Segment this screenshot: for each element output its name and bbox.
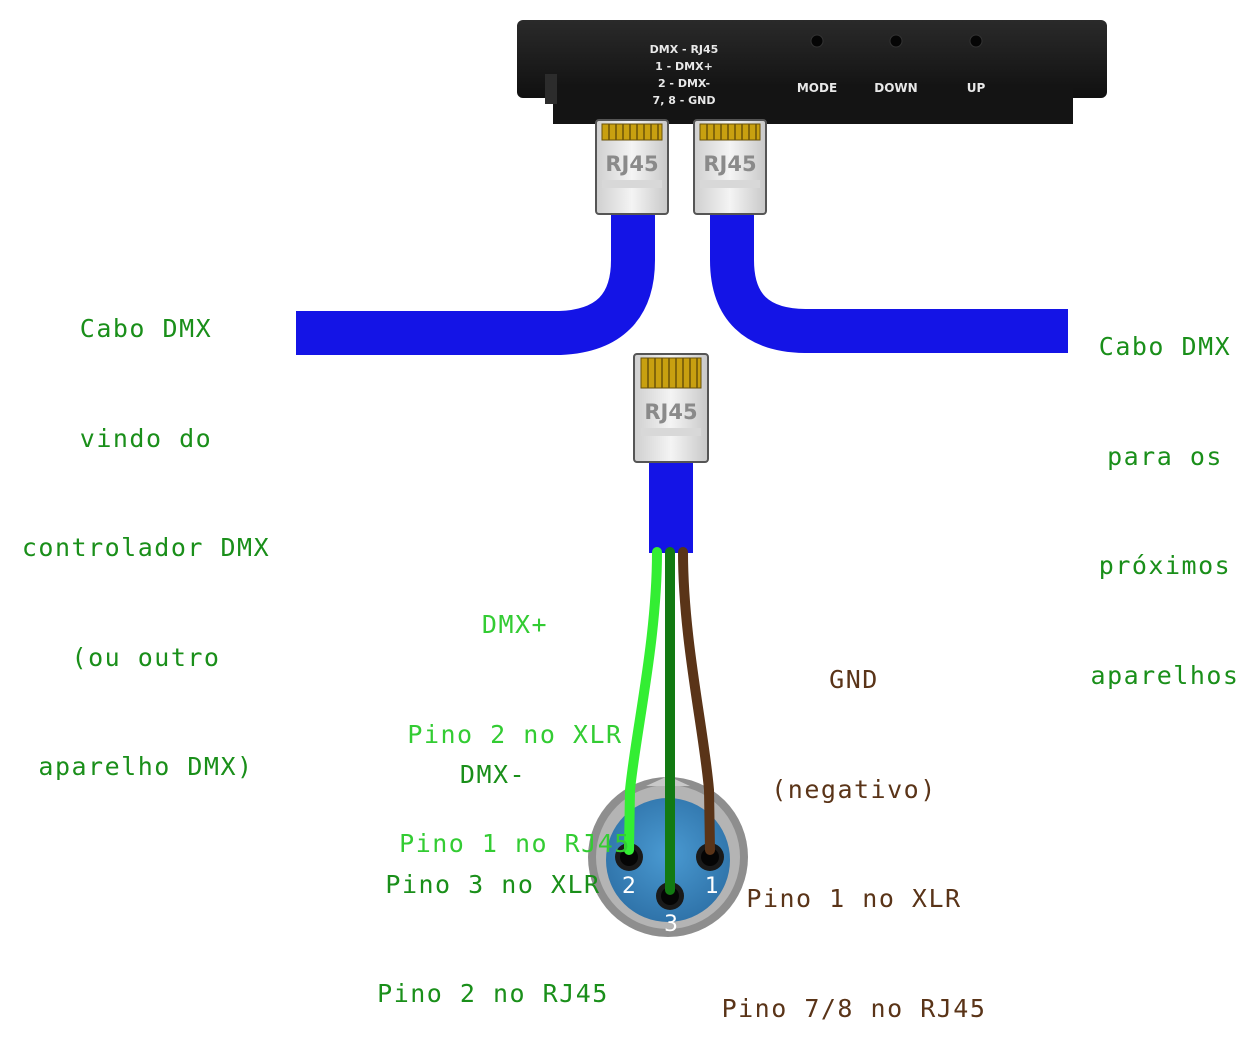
label-line: Pino 1 no RJ45 [399, 829, 631, 858]
diagram-canvas: DMX - RJ45 1 - DMX+ 2 - DMX- 7, 8 - GND … [296, 20, 1107, 937]
cable-in [296, 205, 655, 355]
label-line: (negativo) [771, 774, 937, 804]
pinout-line: 2 - DMX- [658, 77, 710, 90]
wire-gnd [678, 547, 715, 855]
label-line: para os [1107, 441, 1223, 471]
down-button-label: DOWN [874, 81, 917, 95]
mode-button: MODE [797, 34, 837, 95]
up-button: UP [967, 34, 986, 95]
xlr-pin-number-2: 2 [622, 874, 636, 899]
label-line: controlador DMX [21, 533, 271, 562]
label-line: próximos [1098, 551, 1232, 580]
gnd-label: GND (negativo) Pino 1 no XLR Pino 7/8 no… [702, 589, 1006, 1064]
label-line: (ou outro [71, 642, 221, 672]
label-line: Pino 7/8 no RJ45 [721, 993, 987, 1023]
rj45-plug-in: RJ45 [595, 119, 669, 215]
cable-out-label: Cabo DMX para os próximos aparelhos [1080, 256, 1250, 731]
label-line: Pino 3 no XLR [385, 869, 601, 899]
cable-in-label: Cabo DMX vindo do controlador DMX (ou ou… [8, 238, 284, 822]
label-line: Pino 1 no XLR [746, 884, 962, 913]
label-line: vindo do [79, 423, 213, 453]
rj45-plug-out: RJ45 [693, 119, 767, 215]
dmx-device: DMX - RJ45 1 - DMX+ 2 - DMX- 7, 8 - GND … [517, 20, 1107, 124]
rj45-label: RJ45 [703, 152, 756, 176]
pinout-line: 1 - DMX+ [655, 60, 713, 73]
rj45-label: RJ45 [644, 400, 697, 424]
dmx-plus-label: DMX+ Pino 2 no XLR Pino 1 no RJ45 [386, 534, 644, 899]
label-line: DMX- [459, 760, 527, 789]
cable-out [710, 205, 1068, 353]
label-line: Pino 2 no RJ45 [377, 979, 609, 1008]
label-line: GND [829, 665, 879, 694]
rj45-plug-adapter: RJ45 [633, 353, 709, 463]
dmx-minus-label: DMX- Pino 3 no XLR Pino 2 no RJ45 [364, 684, 622, 1049]
mode-button-label: MODE [797, 81, 837, 95]
pinout-line: 7, 8 - GND [653, 94, 716, 107]
up-button-label: UP [967, 81, 986, 95]
label-line: Pino 2 no XLR [407, 719, 623, 749]
rj45-label: RJ45 [605, 152, 658, 176]
device-pinout-text: DMX - RJ45 1 - DMX+ 2 - DMX- 7, 8 - GND [650, 43, 719, 107]
label-line: Cabo DMX [79, 314, 213, 343]
pinout-line: DMX - RJ45 [650, 43, 719, 56]
xlr-pin-number-1: 1 [705, 874, 719, 899]
wire-dmx-plus [624, 547, 662, 855]
down-button: DOWN [874, 34, 918, 95]
cable-adapter [649, 455, 693, 553]
label-line: aparelho DMX) [38, 752, 254, 781]
label-line: aparelhos [1090, 660, 1240, 690]
label-line: DMX+ [481, 610, 549, 639]
xlr-pin-number-3: 3 [664, 912, 678, 937]
label-line: Cabo DMX [1098, 332, 1232, 361]
